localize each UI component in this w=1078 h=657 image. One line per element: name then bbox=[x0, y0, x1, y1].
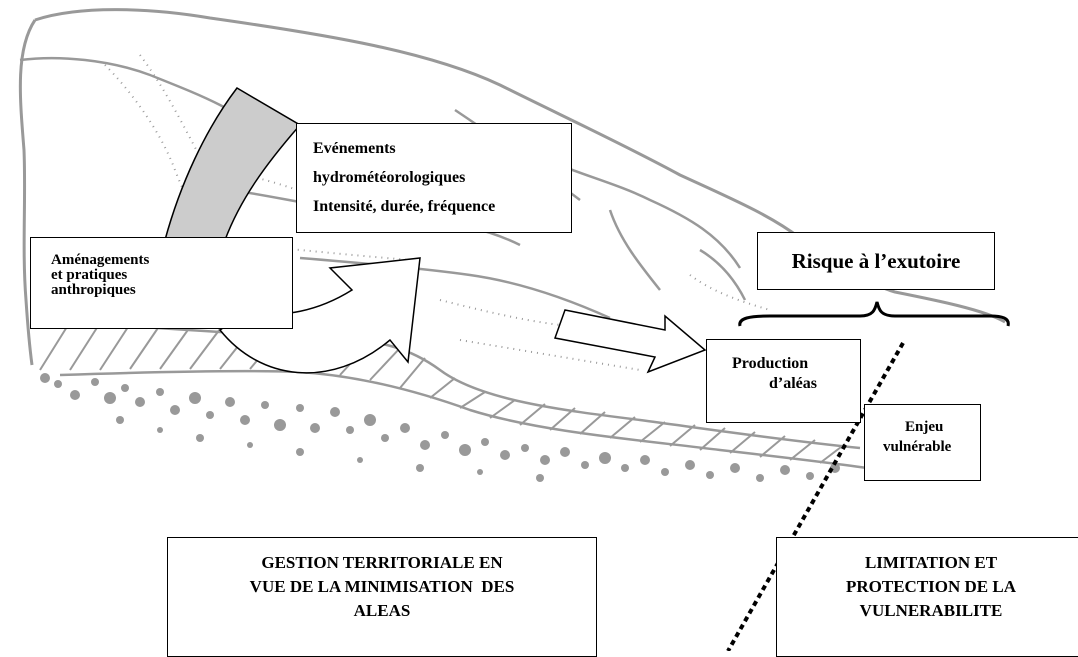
gestion-line-3: ALEAS bbox=[353, 601, 411, 620]
risk-label: Risque à l’exutoire bbox=[791, 249, 961, 273]
limitation-line-2: PROTECTION DE LA bbox=[845, 577, 1017, 596]
risk-box: Risque à l’exutoire bbox=[757, 232, 995, 290]
amenagements-line-2: et pratiques bbox=[51, 267, 128, 283]
production-line-2: d’aléas bbox=[769, 375, 817, 392]
limitation-line-3: VULNERABILITE bbox=[859, 601, 1003, 620]
production-box: Production d’aléas bbox=[706, 339, 861, 423]
amenagements-line-1: Aménagements bbox=[51, 252, 150, 268]
limitation-box: LIMITATION ET PROTECTION DE LA VULNERABI… bbox=[776, 537, 1078, 657]
events-box: Evénements hydrométéorologiques Intensit… bbox=[296, 123, 572, 233]
vegetation-clusters bbox=[40, 373, 840, 482]
dotted-streams bbox=[104, 54, 771, 371]
events-line-2: hydrométéorologiques bbox=[313, 169, 466, 186]
events-line-1: Evénements bbox=[313, 140, 396, 157]
enjeu-line-2: vulnérable bbox=[883, 439, 952, 455]
enjeu-line-1: Enjeu bbox=[905, 419, 944, 435]
events-line-3: Intensité, durée, fréquence bbox=[313, 198, 496, 215]
gestion-line-1: GESTION TERRITORIALE EN bbox=[261, 553, 503, 572]
enjeu-box: Enjeu vulnérable bbox=[864, 404, 981, 481]
floodplain-boundary bbox=[31, 318, 881, 472]
curly-brace bbox=[738, 301, 1010, 327]
straight-white-arrow bbox=[553, 309, 707, 374]
gestion-line-2: VUE DE LA MINIMISATION DES bbox=[249, 577, 515, 596]
limitation-line-1: LIMITATION ET bbox=[864, 553, 998, 572]
amenagements-box: Aménagements et pratiques anthropiques bbox=[30, 237, 293, 329]
gestion-box: GESTION TERRITORIALE EN VUE DE LA MINIMI… bbox=[167, 537, 597, 657]
amenagements-line-3: anthropiques bbox=[51, 282, 136, 298]
production-line-1: Production bbox=[732, 355, 809, 372]
curved-grey-arrow bbox=[164, 87, 302, 241]
